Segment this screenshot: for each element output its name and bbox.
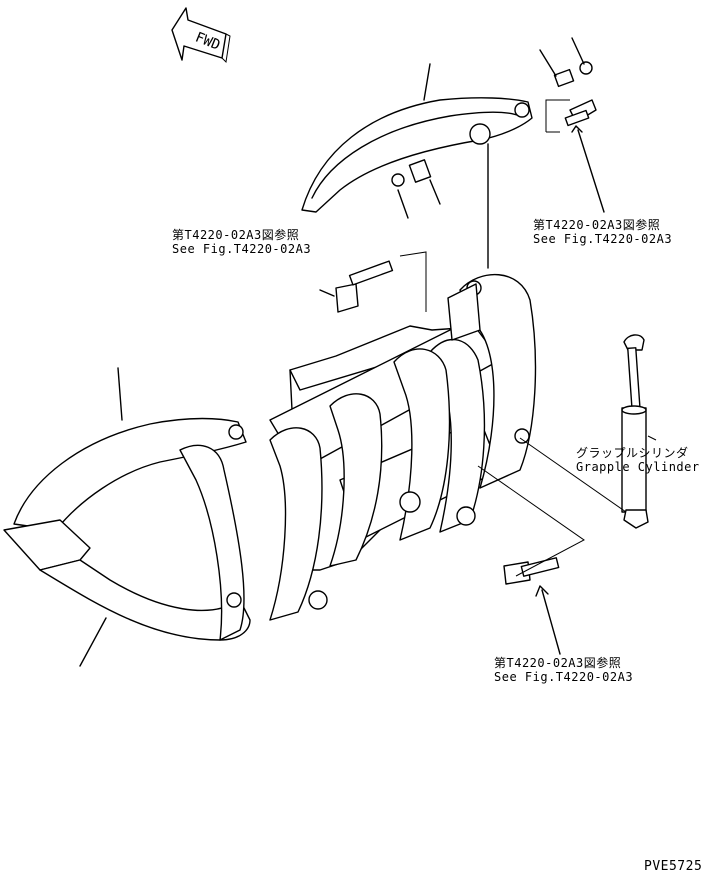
reference-jp: 第T4220-02A3図参照 [533, 218, 661, 232]
reference-en: See Fig.T4220-02A3 [494, 670, 634, 684]
reference-en: See Fig.T4220-02A3 [172, 242, 312, 256]
upper-grapple-arm [301, 63, 533, 213]
component-en: Grapple Cylinder [576, 460, 700, 474]
reference-label-top-right: 第T4220-02A3図参照 See Fig.T4220-02A3 [533, 218, 672, 246]
component-jp: グラップルシリンダ [576, 446, 689, 460]
drawing-id: PVE5725 [644, 859, 703, 874]
upper-pins [539, 37, 605, 213]
lower-grapple-arm [3, 367, 251, 667]
grapple-frame [269, 143, 537, 621]
component-label: グラップルシリンダ Grapple Cylinder [576, 446, 700, 474]
reference-jp: 第T4220-02A3図参照 [494, 656, 622, 670]
left-ref-pin [319, 251, 427, 313]
reference-jp: 第T4220-02A3図参照 [172, 228, 300, 242]
grapple-cylinder [519, 334, 657, 529]
reference-label-bottom: 第T4220-02A3図参照 See Fig.T4220-02A3 [494, 656, 633, 684]
lower-ref-pin [477, 465, 585, 655]
reference-en: See Fig.T4220-02A3 [533, 232, 673, 246]
fwd-arrow-icon: FWD [171, 7, 231, 64]
left-pins [391, 159, 441, 219]
reference-label-left: 第T4220-02A3図参照 See Fig.T4220-02A3 [172, 228, 311, 256]
